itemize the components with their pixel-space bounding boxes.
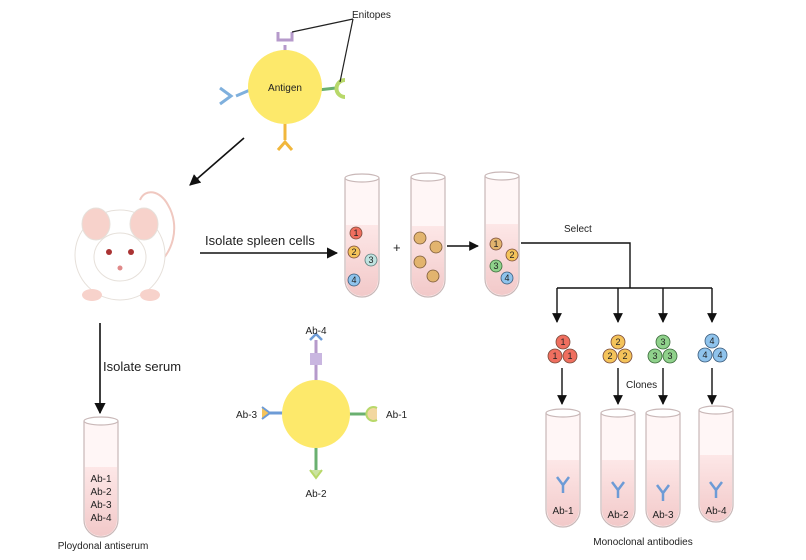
clone-arrows — [557, 368, 717, 405]
svg-text:Ab-2: Ab-2 — [90, 487, 112, 498]
svg-text:Ab-3: Ab-3 — [652, 510, 674, 521]
svg-text:1: 1 — [493, 239, 498, 249]
antibody-icon — [611, 481, 625, 498]
plus-sign: + — [393, 240, 401, 255]
svg-text:Ab-4: Ab-4 — [705, 506, 727, 517]
mono-tube-1: Ab-1 — [545, 408, 581, 528]
svg-text:2: 2 — [351, 247, 356, 257]
svg-text:2: 2 — [615, 337, 620, 347]
hybrid-cell-4: 4 — [500, 271, 514, 285]
svg-text:Ab-2: Ab-2 — [607, 510, 629, 521]
spleen-cell-1: 1 — [349, 226, 363, 240]
svg-text:1: 1 — [552, 351, 557, 361]
bound-antigen-circle — [282, 380, 350, 448]
svg-text:3: 3 — [667, 351, 672, 361]
hybrid-cell-2: 2 — [505, 248, 519, 262]
bound-label-ab3: Ab-3 — [236, 410, 258, 421]
myeloma-tube — [410, 172, 446, 298]
svg-text:3: 3 — [368, 255, 373, 265]
svg-text:4: 4 — [709, 336, 714, 346]
svg-text:2: 2 — [622, 351, 627, 361]
mouse-icon — [74, 191, 176, 301]
spleen-cell-3: 3 — [364, 253, 378, 267]
epitope-right-icon — [334, 78, 346, 99]
antigen-group: Antigen Enitopes — [219, 10, 391, 151]
clone-cluster-3: 3 3 3 — [647, 334, 678, 364]
svg-text:2: 2 — [607, 351, 612, 361]
hybrid-cell-1: 1 — [489, 237, 503, 251]
monoclonal-caption: Monoclonal antibodies — [593, 537, 693, 548]
svg-text:4: 4 — [504, 273, 509, 283]
mono-tube-3: Ab-3 — [645, 408, 681, 528]
mono-tube-2: Ab-2 — [600, 408, 636, 528]
epitope-bottom-icon — [276, 139, 294, 151]
antibody-icon — [656, 484, 670, 501]
svg-text:3: 3 — [652, 351, 657, 361]
select-branches — [521, 242, 717, 323]
antigen-circle — [248, 50, 322, 124]
hybrid-cell-3: 3 — [489, 259, 503, 273]
clone-cluster-4: 4 4 4 — [697, 333, 728, 363]
svg-text:1: 1 — [353, 228, 358, 238]
svg-text:Ab-4: Ab-4 — [90, 513, 112, 524]
svg-text:2: 2 — [509, 250, 514, 260]
svg-text:4: 4 — [717, 350, 722, 360]
isolate-spleen-label: Isolate spleen cells — [205, 233, 315, 248]
mono-tube-4: Ab-4 — [698, 405, 734, 523]
svg-text:1: 1 — [560, 337, 565, 347]
select-label: Select — [564, 224, 592, 235]
svg-text:3: 3 — [493, 261, 498, 271]
spleen-cell-4: 4 — [347, 273, 361, 287]
bound-label-ab2: Ab-2 — [305, 489, 327, 500]
antibody-icon — [709, 481, 723, 498]
clone-cluster-2: 2 2 2 — [602, 334, 633, 364]
arrow-antigen-to-mouse — [189, 137, 245, 186]
svg-text:Ab-1: Ab-1 — [90, 474, 112, 485]
svg-text:Ab-1: Ab-1 — [552, 506, 574, 517]
polyclonal-caption: Ploydonal antiserum — [58, 541, 149, 552]
antigen-bound-group: Ab-4 Ab-3 Ab-1 Ab-2 — [236, 326, 408, 500]
svg-text:Ab-3: Ab-3 — [90, 500, 112, 511]
epitope-left-icon — [219, 86, 234, 106]
bound-label-ab1: Ab-1 — [386, 410, 408, 421]
svg-text:3: 3 — [660, 337, 665, 347]
svg-text:1: 1 — [567, 351, 572, 361]
polyclonal-tube: Ab-1 Ab-2 Ab-3 Ab-4 — [83, 416, 119, 538]
clone-cluster-1: 1 1 1 — [547, 334, 578, 364]
bound-label-ab4: Ab-4 — [305, 326, 327, 337]
antibody-icon — [556, 476, 570, 493]
spleen-cell-2: 2 — [347, 245, 361, 259]
epitopes-label: Enitopes — [352, 10, 391, 21]
clones-label: Clones — [626, 380, 657, 391]
isolate-serum-label: Isolate serum — [103, 359, 181, 374]
svg-text:4: 4 — [702, 350, 707, 360]
antigen-label: Antigen — [268, 83, 302, 94]
svg-text:4: 4 — [351, 275, 356, 285]
epitope-top-icon — [276, 32, 294, 42]
